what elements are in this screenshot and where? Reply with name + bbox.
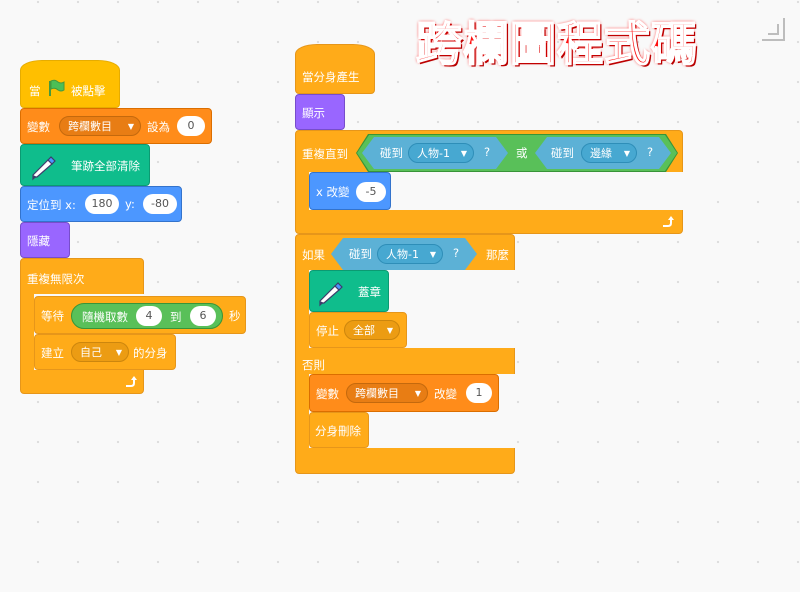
variable-name: 跨欄數目 [68, 120, 112, 133]
overlay-title: 跨欄圖程式碼 [415, 16, 698, 72]
change-var-label: 變數 [316, 387, 339, 401]
when-flag-suffix: 被點擊 [71, 84, 106, 98]
dropdown-caret-icon: ▼ [115, 348, 122, 357]
dropdown-caret-icon: ▼ [414, 389, 421, 398]
wait-block[interactable]: 等待 隨機取數 4 到 6 秒 [34, 296, 246, 334]
touching-target: 人物-1 [417, 147, 450, 160]
repeat-until-label: 重複直到 [302, 147, 348, 161]
pen-clear-label: 筆跡全部清除 [71, 159, 140, 173]
stop-label: 停止 [316, 324, 339, 338]
stop-option-dropdown[interactable]: 全部 ▼ [344, 320, 400, 340]
stamp-label: 蓋章 [358, 285, 381, 299]
delete-clone-block[interactable]: 分身刪除 [309, 412, 369, 448]
change-var-name: 跨欄數目 [355, 387, 399, 400]
clone-target-dropdown[interactable]: 自己 ▼ [71, 342, 129, 362]
set-variable-block[interactable]: 變數 跨欄數目 ▼ 設為 0 [20, 108, 212, 144]
change-x-block[interactable]: x 改變 -5 [309, 172, 391, 210]
touching-sprite-condition[interactable]: 碰到 人物-1 ▼ ? [362, 137, 508, 169]
random-label: 隨機取數 [82, 310, 128, 324]
if-label: 如果 [302, 248, 325, 262]
show-block[interactable]: 顯示 [295, 94, 345, 130]
dropdown-caret-icon: ▼ [623, 149, 630, 158]
else-label: 否則 [302, 358, 325, 372]
clone-suffix: 的分身 [133, 346, 168, 360]
go-to-xy-block[interactable]: 定位到 x: 180 y: -80 [20, 186, 182, 222]
y-label: y: [125, 197, 135, 211]
dropdown-caret-icon: ▼ [386, 326, 393, 335]
if-touching-target: 人物-1 [386, 248, 419, 261]
clone-target: 自己 [80, 346, 102, 359]
wait-label: 等待 [41, 309, 64, 323]
random-reporter[interactable]: 隨機取數 4 到 6 [71, 303, 223, 329]
change-variable-block[interactable]: 變數 跨欄數目 ▼ 改變 1 [309, 374, 499, 412]
forever-label: 重複無限次 [27, 272, 85, 286]
stamp-block[interactable]: 蓋章 [309, 270, 389, 312]
touching-target-dropdown[interactable]: 人物-1 ▼ [408, 143, 474, 163]
clone-start-label: 當分身產生 [302, 70, 360, 84]
touching-edge-target: 邊緣 [590, 147, 612, 160]
pen-clear-block[interactable]: 筆跡全部清除 [20, 144, 150, 186]
change-x-input[interactable]: -5 [356, 182, 386, 202]
if-touching-q: ? [453, 246, 460, 260]
dropdown-caret-icon: ▼ [429, 250, 436, 259]
pen-icon [29, 153, 57, 181]
change-var-dropdown[interactable]: 跨欄數目 ▼ [346, 383, 428, 403]
touching-edge-dropdown[interactable]: 邊緣 ▼ [581, 143, 637, 163]
random-to-input[interactable]: 6 [190, 306, 216, 326]
if-touching-condition[interactable]: 碰到 人物-1 ▼ ? [331, 238, 477, 270]
fullscreen-icon[interactable] [760, 16, 786, 48]
touching-label: 碰到 [380, 146, 403, 160]
then-label: 那麼 [486, 248, 509, 262]
green-flag-icon [47, 79, 65, 97]
touching-q: ? [484, 145, 491, 159]
touching-edge-label: 碰到 [551, 146, 574, 160]
stop-block[interactable]: 停止 全部 ▼ [309, 312, 407, 348]
touching-edge-condition[interactable]: 碰到 邊緣 ▼ ? [535, 137, 671, 169]
pen-icon [316, 279, 344, 307]
seconds-label: 秒 [229, 309, 241, 323]
random-to-label: 到 [170, 310, 182, 324]
set-to-label: 設為 [147, 120, 170, 134]
show-label: 顯示 [302, 106, 325, 120]
create-clone-block[interactable]: 建立 自己 ▼ 的分身 [34, 334, 176, 370]
create-clone-label: 建立 [41, 346, 64, 360]
x-value-input[interactable]: 180 [85, 194, 119, 214]
loop-arrow-icon [660, 215, 674, 229]
hide-label: 隱藏 [27, 234, 50, 248]
change-x-label: x 改變 [316, 185, 350, 199]
when-clone-starts-block[interactable]: 當分身產生 [295, 44, 375, 94]
set-value-input[interactable]: 0 [177, 116, 205, 136]
dropdown-caret-icon: ▼ [460, 149, 467, 158]
dropdown-caret-icon: ▼ [127, 122, 134, 131]
stop-option: 全部 [353, 324, 375, 337]
touching-edge-q: ? [647, 145, 654, 159]
variable-label: 變數 [27, 120, 50, 134]
go-to-x-label: 定位到 x: [27, 198, 76, 212]
when-label: 當 [29, 84, 41, 98]
y-value-input[interactable]: -80 [143, 194, 177, 214]
change-by-label: 改變 [434, 387, 457, 401]
hide-block[interactable]: 隱藏 [20, 222, 70, 258]
change-var-input[interactable]: 1 [466, 383, 492, 403]
variable-dropdown[interactable]: 跨欄數目 ▼ [59, 116, 141, 136]
if-touching-dropdown[interactable]: 人物-1 ▼ [377, 244, 443, 264]
delete-clone-label: 分身刪除 [315, 424, 361, 438]
or-label: 或 [516, 146, 528, 160]
loop-arrow-icon [123, 375, 137, 389]
when-flag-clicked-block[interactable]: 當 被點擊 [20, 60, 120, 108]
if-touching-label: 碰到 [349, 247, 372, 261]
random-from-input[interactable]: 4 [136, 306, 162, 326]
